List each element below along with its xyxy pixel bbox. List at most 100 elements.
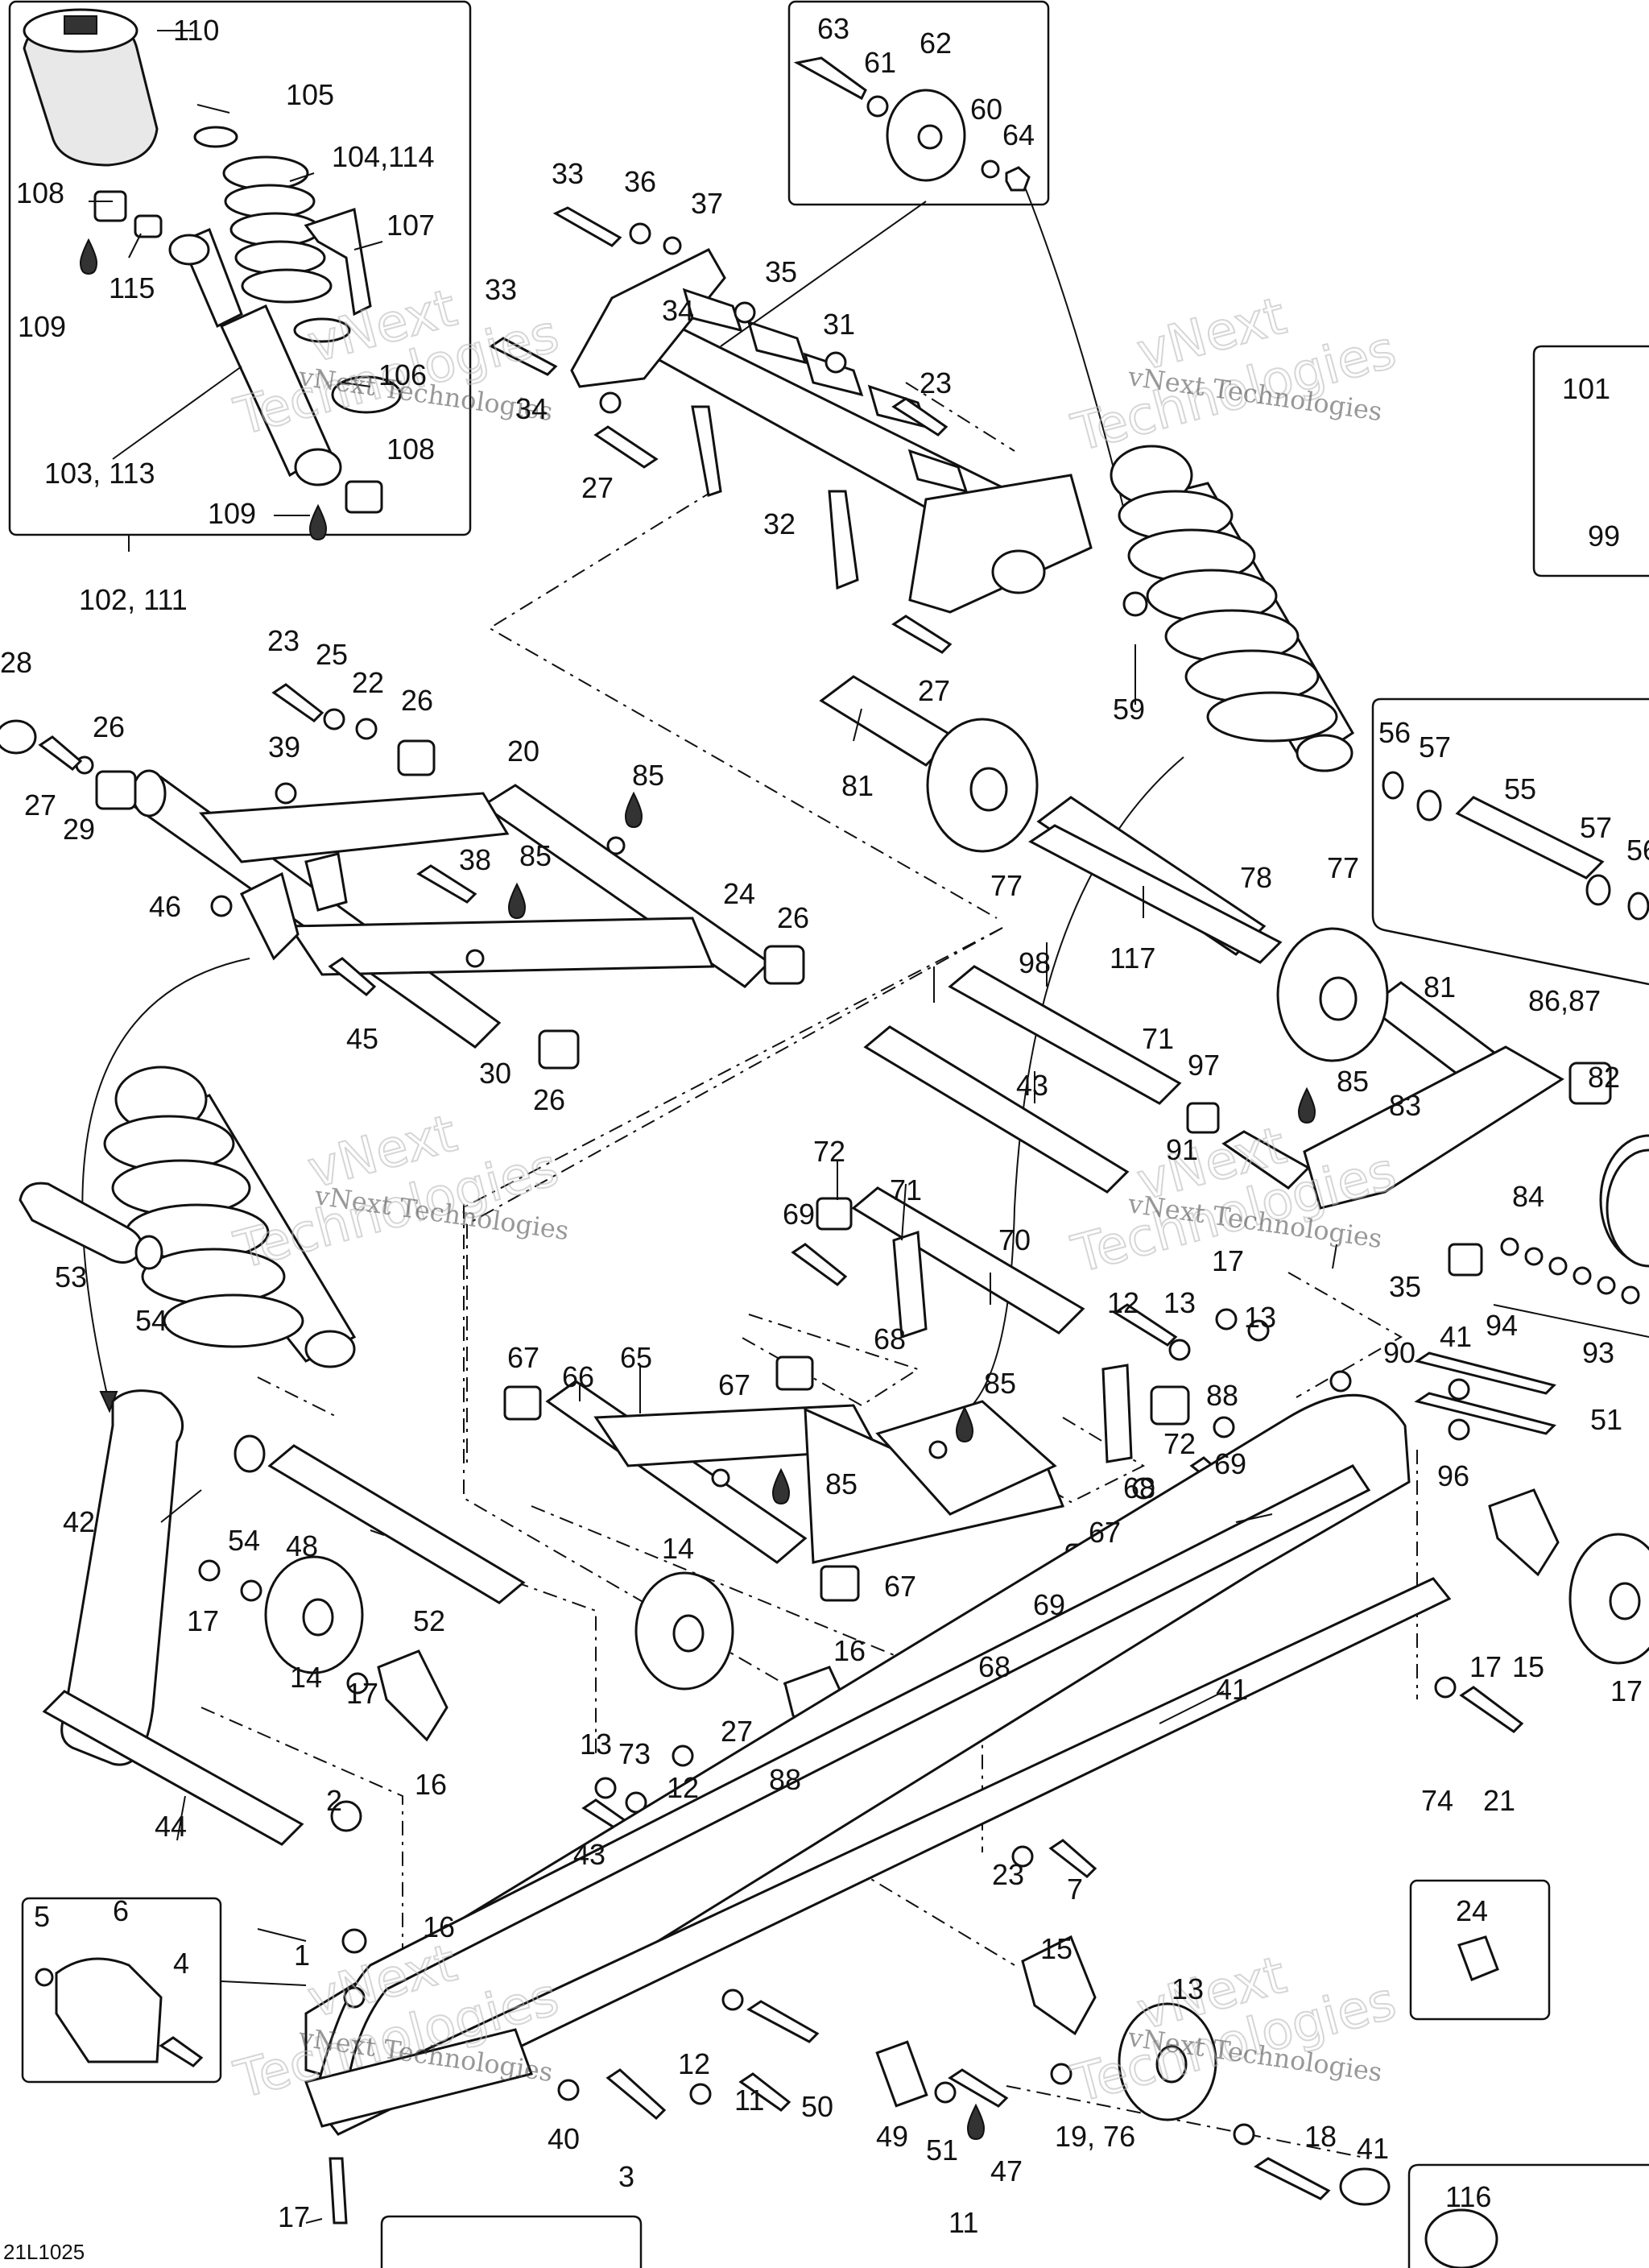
rear-shock-absorber	[1110, 445, 1355, 772]
washer	[1329, 1370, 1352, 1393]
callout-label: 99	[1588, 519, 1620, 553]
callout-label: 24	[1456, 1894, 1488, 1927]
callout-label: 43	[573, 1838, 605, 1871]
callout-label: 33	[485, 273, 517, 306]
callout-label: 65	[620, 1341, 652, 1374]
callout-label: 17	[1610, 1674, 1643, 1707]
callout-label: 12	[1107, 1286, 1139, 1319]
callout-label: 37	[691, 187, 723, 220]
callout-label: 52	[413, 1604, 445, 1637]
callout-label: 69	[783, 1198, 815, 1231]
callout-label: 73	[618, 1737, 651, 1770]
callout-label: 55	[1504, 772, 1536, 805]
wheel-hub	[1155, 2045, 1188, 2084]
callout-label: 20	[507, 735, 539, 768]
grease-drop-icon	[771, 1467, 791, 1505]
callout-label: 85	[825, 1467, 858, 1500]
bolt	[1113, 1303, 1178, 1347]
alignment-line	[1006, 2085, 1370, 2159]
ring	[1585, 874, 1611, 906]
rear-axle	[1028, 824, 1283, 964]
callout-label: 102, 111	[79, 583, 188, 616]
washer	[557, 2079, 580, 2101]
callout-label: 71	[890, 1173, 922, 1206]
shock-kit-box	[8, 0, 472, 536]
ring	[1627, 892, 1649, 921]
callout-label: 49	[876, 2120, 908, 2153]
callout-leaders	[89, 30, 1649, 2224]
shaft	[948, 965, 1182, 1105]
wheel-hub	[917, 124, 943, 150]
bushing	[345, 480, 383, 514]
axle	[1455, 796, 1605, 879]
callout-label: 88	[1206, 1379, 1238, 1412]
callout-label: 67	[884, 1570, 916, 1603]
watermark: vNext Technologies vNext Technologies	[1065, 286, 1403, 465]
wear-pad	[875, 2040, 928, 2108]
alignment-line	[257, 1376, 339, 1418]
bumper-plug	[1457, 1935, 1499, 1981]
callout-label: 64	[1002, 118, 1035, 151]
callout-label: 26	[93, 710, 125, 743]
shock-absorber-small	[168, 228, 342, 486]
idler-kit-box	[787, 0, 1050, 206]
callout-label: 21	[1483, 1784, 1515, 1817]
bolt	[593, 425, 659, 469]
callout-label: 108	[16, 176, 64, 209]
bushing	[503, 1385, 542, 1421]
callout-label: 31	[823, 308, 855, 341]
end-plug	[1339, 2167, 1391, 2206]
grease-drop-icon	[1297, 1086, 1316, 1124]
callout-label: 50	[801, 2090, 833, 2123]
callout-label: 29	[63, 813, 95, 846]
callout-label: 16	[423, 1910, 455, 1943]
callout-label: 45	[346, 1022, 378, 1055]
callout-label: 26	[533, 1083, 565, 1116]
mount-bracket	[570, 248, 726, 388]
callout-label: 28	[0, 646, 32, 679]
rivet-tab	[682, 288, 743, 333]
idler-wheel-small	[1424, 2208, 1498, 2268]
arm-bracket	[239, 871, 300, 961]
alignment-line	[466, 927, 1003, 1466]
callout-label: 4	[173, 1947, 189, 1980]
bushing	[95, 770, 137, 810]
alignment-line	[905, 382, 1015, 452]
bolt	[489, 337, 558, 376]
nut	[346, 1672, 369, 1695]
callout-label: 70	[998, 1223, 1031, 1256]
callout-label: 24	[723, 877, 755, 910]
slider-shoe	[55, 1957, 163, 2063]
callout-label: 116	[1445, 2180, 1491, 2213]
grease-drop-icon	[624, 791, 643, 829]
callout-label: 32	[763, 507, 796, 540]
callout-label: 88	[769, 1763, 801, 1796]
nut	[734, 301, 756, 324]
callout-label: 117	[1110, 942, 1155, 975]
callout-label: 68	[978, 1650, 1010, 1683]
washer	[1448, 1378, 1470, 1401]
callout-label: 14	[662, 1532, 694, 1565]
bolt	[605, 2068, 667, 2121]
callout-label: 42	[63, 1505, 95, 1538]
callout-label: 78	[1240, 861, 1272, 894]
washer	[240, 1579, 262, 1602]
callout-label: 82	[1588, 1061, 1620, 1094]
bushing	[1448, 1243, 1483, 1277]
washer	[355, 718, 378, 740]
callout-label: 106	[378, 358, 427, 391]
callout-label: 23	[920, 366, 952, 399]
callout-label: 23	[992, 1858, 1024, 1891]
callout-label: 15	[1512, 1650, 1544, 1683]
bolt	[793, 56, 867, 101]
plate-hole	[991, 549, 1046, 594]
callout-label: 101	[1562, 372, 1610, 405]
callout-label: 66	[562, 1360, 594, 1393]
callout-label: 13	[1163, 1286, 1196, 1319]
callout-label: 41	[1357, 2132, 1389, 2165]
callout-label: 39	[268, 730, 300, 764]
washer	[323, 708, 345, 730]
shock-leader-curve	[81, 958, 250, 1402]
wheel-hub	[302, 1598, 334, 1637]
callout-label: 56	[1378, 716, 1411, 749]
